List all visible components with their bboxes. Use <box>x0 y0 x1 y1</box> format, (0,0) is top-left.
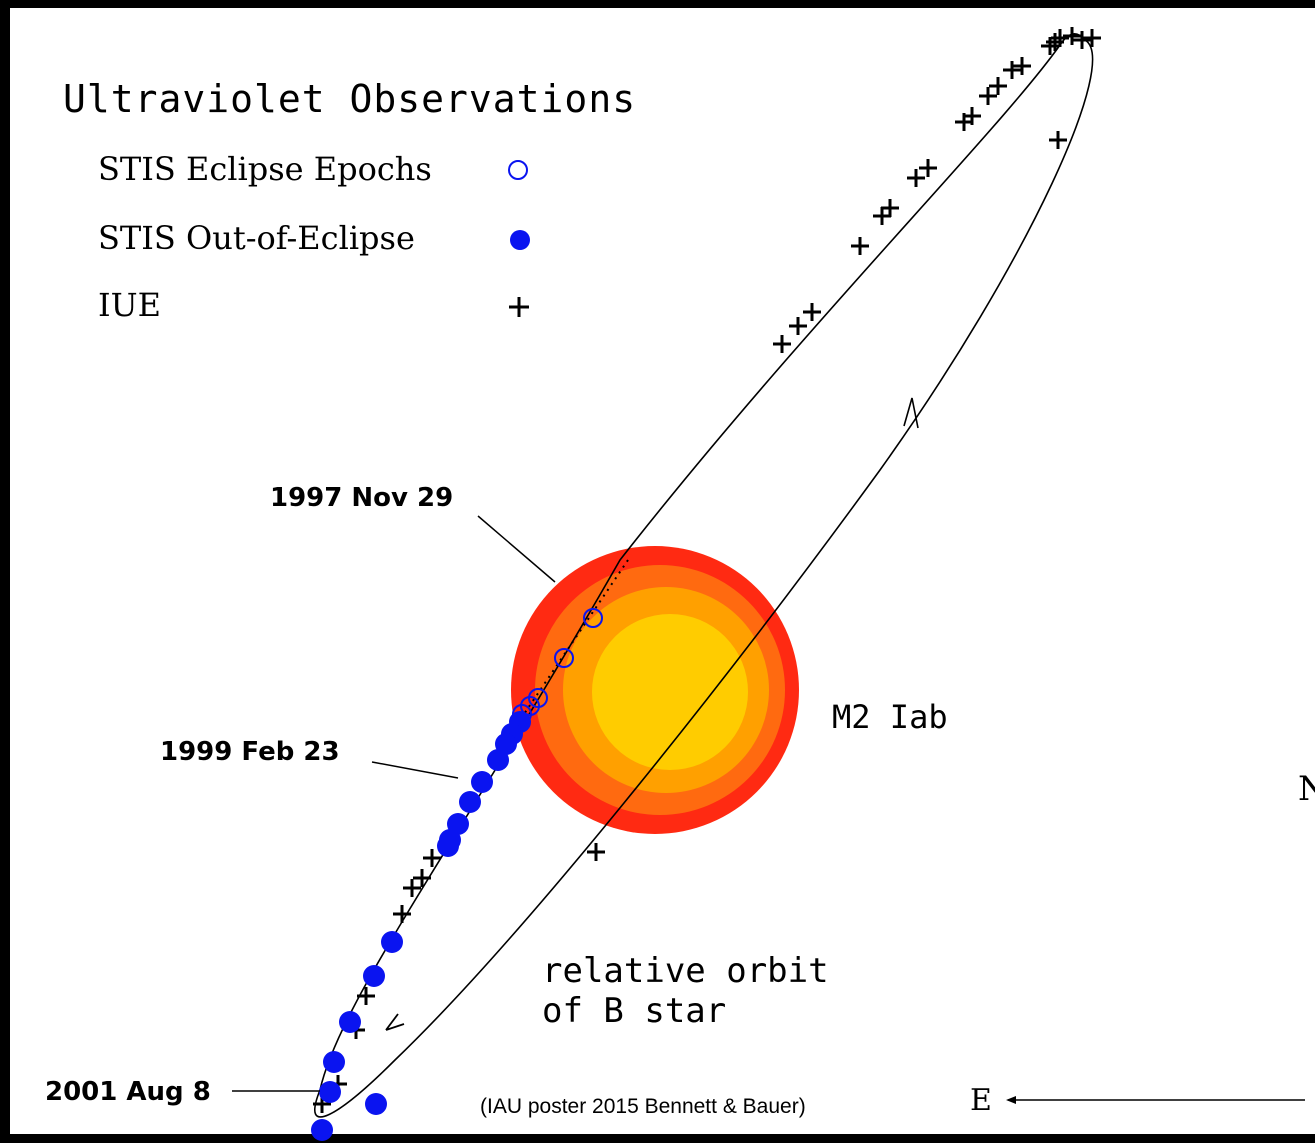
iue-plus-marker <box>1083 29 1101 47</box>
legend-item-stis-out-label: STIS Out-of-Eclipse <box>98 219 415 257</box>
stis-filled-marker <box>381 931 403 953</box>
stis-open-marker <box>583 608 603 628</box>
east-label: E <box>970 1083 992 1118</box>
orbit-direction-arrow <box>385 1013 405 1031</box>
iue-plus-marker <box>1041 37 1059 55</box>
stis-filled-marker <box>487 749 509 771</box>
north-label-partial: N <box>1298 769 1315 809</box>
iue-plus-marker <box>873 207 891 225</box>
iue-plus-marker <box>979 87 997 105</box>
stis-filled-marker <box>363 965 385 987</box>
iue-plus-marker <box>413 869 431 887</box>
filled-circle-icon <box>510 230 530 250</box>
iue-plus-marker <box>803 303 821 321</box>
stis-eclipse-markers <box>512 608 603 724</box>
iue-plus-marker <box>357 987 375 1005</box>
orbit-direction-arrow <box>903 397 919 429</box>
leader-line-1999 <box>371 761 459 779</box>
star-label: M2 Iab <box>832 698 948 736</box>
iue-plus-marker <box>587 843 605 861</box>
stis-filled-marker <box>311 1119 333 1141</box>
iue-plus-marker <box>403 879 421 897</box>
iue-plus-marker <box>773 335 791 353</box>
star-core <box>592 614 748 770</box>
stis-filled-marker <box>339 1011 361 1033</box>
date-label-2001: 2001 Aug 8 <box>45 1077 211 1107</box>
annotation-1999: 1999 Feb 23 <box>160 737 459 779</box>
iue-plus-marker <box>907 169 925 187</box>
stis-out-of-eclipse-markers <box>311 711 531 1141</box>
iue-plus-marker <box>1063 27 1081 45</box>
plus-icon <box>509 297 529 317</box>
open-circle-icon <box>508 160 528 180</box>
stis-filled-marker <box>459 791 481 813</box>
iue-plus-marker <box>1049 131 1067 149</box>
date-label-1999: 1999 Feb 23 <box>160 737 340 767</box>
iue-plus-marker <box>955 113 973 131</box>
iue-markers <box>313 27 1101 1113</box>
orbit-caption-line2: of B star <box>542 991 726 1031</box>
legend-item-iue-label: IUE <box>98 286 161 324</box>
east-arrow: E <box>970 1083 1305 1118</box>
legend-item-stis-eclipse-label: STIS Eclipse Epochs <box>98 150 432 188</box>
iue-plus-marker <box>881 199 899 217</box>
iue-plus-marker <box>393 905 411 923</box>
legend: Ultraviolet Observations STIS Eclipse Ep… <box>63 77 636 324</box>
legend-title: Ultraviolet Observations <box>63 77 636 121</box>
iue-plus-marker <box>1013 57 1031 75</box>
leader-line-1997 <box>477 515 556 583</box>
stis-filled-marker <box>365 1093 387 1115</box>
stis-filled-marker <box>437 835 459 857</box>
stis-filled-marker <box>319 1081 341 1103</box>
iue-plus-marker <box>989 77 1007 95</box>
date-label-1997: 1997 Nov 29 <box>270 483 453 513</box>
iue-plus-marker <box>1003 61 1021 79</box>
iue-plus-marker <box>423 849 441 867</box>
credit-text: (IAU poster 2015 Bennett & Bauer) <box>480 1095 806 1118</box>
iue-plus-marker <box>789 317 807 335</box>
annotation-2001: 2001 Aug 8 <box>45 1077 320 1107</box>
east-arrowhead-icon <box>1006 1096 1016 1104</box>
orbit-caption-line1: relative orbit <box>542 951 829 991</box>
stis-open-marker <box>512 704 532 724</box>
iue-plus-marker <box>851 237 869 255</box>
iue-plus-marker <box>919 159 937 177</box>
m2-iab-star <box>511 546 799 834</box>
stis-open-marker <box>554 648 574 668</box>
annotation-1997: 1997 Nov 29 <box>270 483 556 583</box>
stis-filled-marker <box>323 1051 345 1073</box>
iue-plus-marker <box>1073 31 1091 49</box>
stis-filled-marker <box>471 771 493 793</box>
